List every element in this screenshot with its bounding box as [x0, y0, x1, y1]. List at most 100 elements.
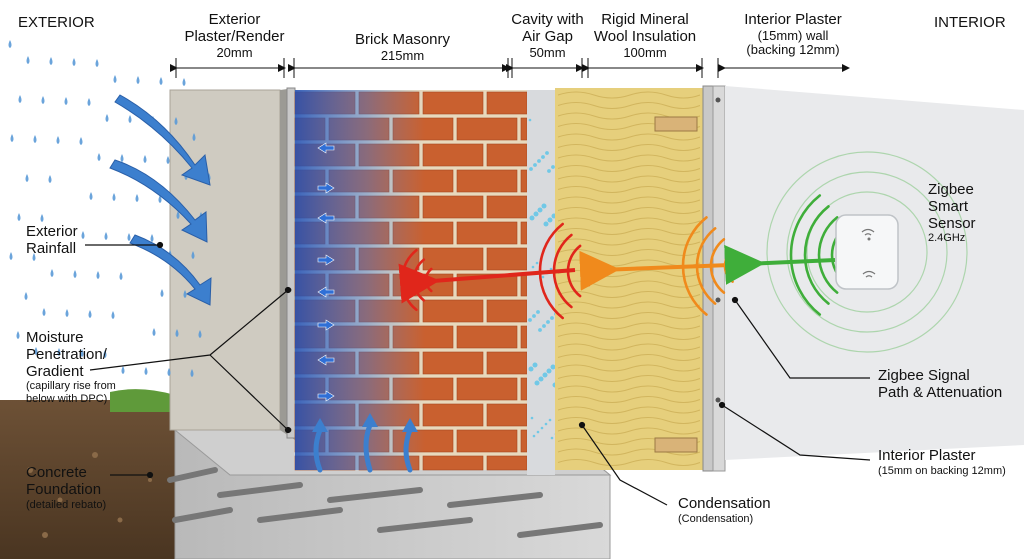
droplet [547, 217, 553, 223]
rain-drop [89, 192, 93, 200]
rain-drop [33, 135, 37, 143]
rain-drop [8, 40, 12, 48]
droplet [544, 422, 548, 426]
droplet [528, 118, 532, 122]
droplet [542, 324, 546, 328]
interior-plaster-face [712, 85, 726, 472]
sensor-wifi-icon [861, 228, 875, 236]
droplet [543, 221, 549, 227]
droplet [536, 430, 540, 434]
rain-drop [182, 78, 186, 86]
brick [520, 429, 528, 453]
brick [486, 403, 528, 427]
signal-wave [803, 205, 830, 305]
droplet [550, 436, 554, 440]
droplet [548, 418, 552, 422]
droplet [551, 165, 555, 169]
brick [486, 455, 528, 471]
droplet [528, 318, 532, 322]
brick [520, 325, 528, 349]
rain-drop [88, 310, 92, 318]
brick [422, 403, 484, 427]
capillary-rise-heads [312, 413, 418, 432]
rain-drop [18, 95, 22, 103]
rain-drop [16, 331, 20, 339]
rain-drop [119, 272, 123, 280]
rain-drop [25, 174, 29, 182]
droplet [542, 372, 548, 378]
soil-pebbles [27, 452, 152, 538]
rain-drop [65, 309, 69, 317]
rain-drop [79, 137, 83, 145]
droplet [535, 261, 539, 265]
rain-drop [144, 367, 148, 375]
grass [110, 389, 175, 412]
droplet [541, 155, 545, 159]
capillary-rise-arrows [313, 422, 413, 473]
signal-ring [806, 191, 928, 313]
signal-path-orange [579, 250, 731, 291]
rain-drop [9, 252, 13, 260]
rain-drop [150, 234, 154, 242]
rain-drop [41, 96, 45, 104]
rain-drop [152, 328, 156, 336]
brick [422, 351, 484, 375]
droplet [541, 203, 547, 209]
brick [456, 169, 518, 193]
rain-drop [49, 57, 53, 65]
rain-drop [198, 330, 202, 338]
brick [456, 429, 518, 453]
leader-lines [85, 241, 871, 506]
rain-drop [160, 289, 164, 297]
rain-drop [95, 59, 99, 67]
rain-drop-icon [8, 40, 211, 377]
rain-drop [81, 231, 85, 239]
droplet [532, 362, 538, 368]
callout-interior-plaster: Interior Plaster (15mm on backing 12mm) [878, 447, 1006, 477]
droplet [541, 275, 545, 279]
signal-wave [789, 194, 822, 316]
droplet [537, 159, 541, 163]
moisture-arrow-icon [317, 142, 335, 402]
rain-drop [191, 251, 195, 259]
rain-drop [17, 213, 21, 221]
layer-label-interior-plaster: Interior Plaster (15mm) wall (backing 12… [744, 11, 842, 58]
brick [486, 143, 528, 167]
rebar-bars [167, 467, 603, 538]
moisture-gradient [295, 90, 425, 470]
droplet [530, 416, 534, 420]
rain-drop [40, 214, 44, 222]
rain-drop [121, 366, 125, 374]
zigbee-sensor-device [835, 214, 899, 290]
rain-drop [136, 76, 140, 84]
brick [486, 195, 528, 219]
brick [456, 117, 518, 141]
rain-drop [159, 77, 163, 85]
droplet [538, 376, 544, 382]
rain-drop [72, 58, 76, 66]
rain-drop [167, 368, 171, 376]
callout-condensation: Condensation (Condensation) [678, 495, 771, 525]
moisture-arrow [317, 354, 335, 366]
rain-drop [26, 56, 30, 64]
callout-concrete-foundation: Concrete Foundation (detailed rebato) [26, 464, 107, 511]
soil [0, 400, 175, 559]
moisture-arrow [317, 212, 335, 224]
droplet [550, 364, 556, 370]
rain-drop [32, 253, 36, 261]
rain-drop [192, 133, 196, 141]
droplet [529, 215, 535, 221]
signal-ring [766, 151, 968, 353]
rain-drop [103, 350, 107, 358]
brick [520, 117, 528, 141]
brick [422, 91, 484, 115]
brick [422, 299, 484, 323]
render-backing-strip [286, 87, 296, 439]
droplet [549, 267, 553, 271]
